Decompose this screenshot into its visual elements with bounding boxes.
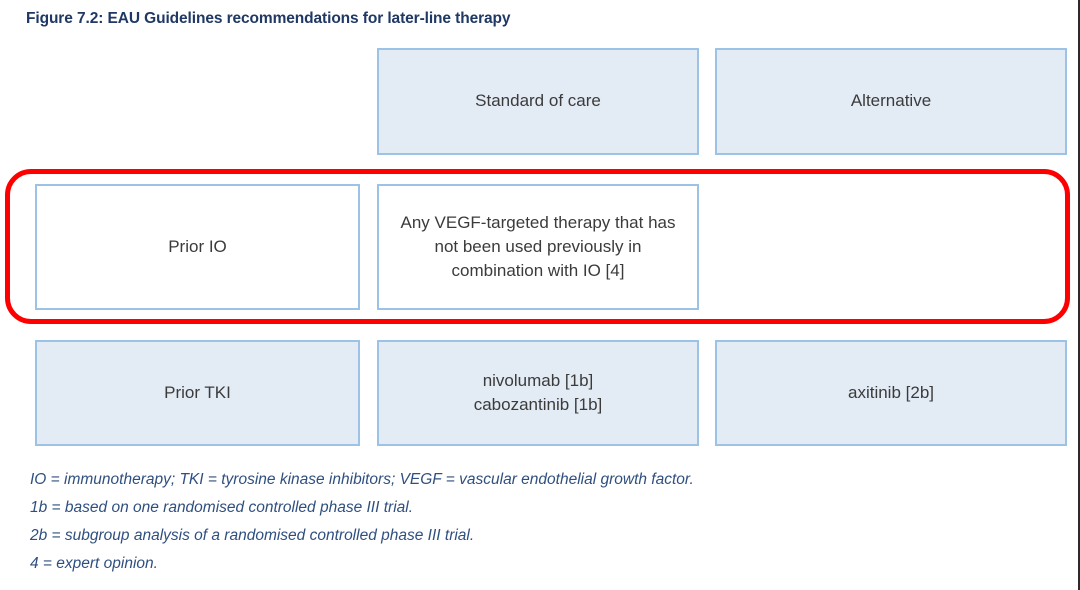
- footnote-1b: 1b = based on one randomised controlled …: [30, 499, 414, 516]
- footnote-2b: 2b = subgroup analysis of a randomised c…: [30, 527, 475, 544]
- row-prior-io-standard-of-care: Any VEGF-targeted therapy that has not b…: [377, 184, 699, 310]
- row-prior-tki-alternative: axitinib [2b]: [715, 340, 1067, 446]
- footnotes-block: IO = immunotherapy; TKI = tyrosine kinas…: [30, 466, 1030, 578]
- header-cell-standard-of-care: Standard of care: [377, 48, 699, 155]
- drug-nivolumab: nivolumab [1b]: [482, 370, 594, 390]
- figure-title: Figure 7.2: EAU Guidelines recommendatio…: [26, 10, 511, 27]
- drug-cabozantinib: cabozantinib [1b]: [473, 395, 603, 414]
- row-prior-io-label: Prior IO: [35, 184, 360, 310]
- row-prior-tki-standard-of-care: nivolumab [1b] cabozantinib [1b]: [377, 340, 699, 446]
- header-cell-alternative: Alternative: [715, 48, 1067, 155]
- footnote-4: 4 = expert opinion.: [30, 555, 158, 572]
- footnote-abbreviations: IO = immunotherapy; TKI = tyrosine kinas…: [30, 471, 694, 488]
- row-prior-tki-label: Prior TKI: [35, 340, 360, 446]
